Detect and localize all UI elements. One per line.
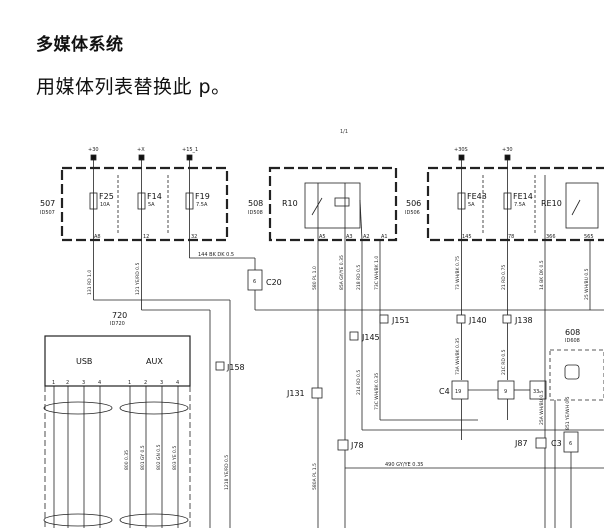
connector-c4-label: C4 bbox=[439, 387, 450, 396]
relay-r10-label: R10 bbox=[282, 199, 298, 208]
junction-j151-label: J151 bbox=[391, 316, 410, 325]
pin: 145 bbox=[462, 234, 472, 240]
wire-label: 21C RD 0.5 bbox=[501, 349, 507, 375]
wire-label: 25A WH/BU 0.5 bbox=[539, 390, 545, 425]
fuse-fe43-label: FE43 bbox=[467, 192, 487, 201]
wire-label: 803 YE 0.5 bbox=[172, 446, 178, 470]
usb-pin: 3 bbox=[82, 380, 85, 386]
module-720-label: 720 bbox=[112, 311, 127, 320]
aux-pin: 4 bbox=[176, 380, 179, 386]
label-plus30-a: +30 bbox=[88, 147, 99, 153]
usb-pin: 4 bbox=[98, 380, 101, 386]
page-indicator: 1/1 bbox=[340, 129, 348, 135]
junction-j87-label: J87 bbox=[514, 439, 528, 448]
fuse-rating: 7.5A bbox=[196, 202, 208, 208]
wire-label: 73C WH/BK 0.35 bbox=[374, 373, 380, 410]
connector-pin: 33 bbox=[533, 389, 539, 395]
pin: A8 bbox=[94, 234, 101, 240]
module-sub: ID507 bbox=[40, 210, 55, 216]
module-sub: ID506 bbox=[405, 210, 420, 216]
fuse-rating: 5A bbox=[148, 202, 155, 208]
pin: 32 bbox=[191, 234, 197, 240]
junction-j140-label: J140 bbox=[468, 316, 487, 325]
pin: 78 bbox=[508, 234, 514, 240]
fuse-rating: 7.5A bbox=[514, 202, 526, 208]
wire-label: 131 RD 1.0 bbox=[87, 270, 93, 295]
fuse-f14-label: F14 bbox=[147, 192, 162, 201]
wire-label: 802 GN 0.5 bbox=[156, 444, 162, 470]
junction-j158-label: J158 bbox=[226, 363, 245, 372]
wire-label: 580 PL 1.0 bbox=[312, 266, 318, 290]
wire-label: 218 RD 0.5 bbox=[356, 265, 362, 290]
pin: A1 bbox=[381, 234, 388, 240]
connector-pin: 9 bbox=[504, 389, 507, 395]
connector-c3-label: C3 bbox=[551, 439, 562, 448]
wire-label: 85A GY/YE 0.35 bbox=[339, 255, 345, 290]
pin: 12 bbox=[143, 234, 149, 240]
fuse-f19-label: F19 bbox=[195, 192, 210, 201]
aux-pin: 1 bbox=[128, 380, 131, 386]
connector-c20-label: C20 bbox=[266, 278, 282, 287]
relay-re10-label: RE10 bbox=[541, 199, 562, 208]
usb-pin: 2 bbox=[66, 380, 69, 386]
module-sub: ID608 bbox=[565, 338, 580, 344]
wire-label: 73C WH/BK 1.0 bbox=[374, 256, 380, 290]
pin: A5 bbox=[319, 234, 326, 240]
usb-port-label: USB bbox=[76, 357, 92, 366]
aux-pin: 3 bbox=[160, 380, 163, 386]
junction-j131-label: J131 bbox=[286, 389, 305, 398]
wire-label: 21 RD 0.75 bbox=[501, 265, 507, 290]
connector-pin: 19 bbox=[455, 389, 461, 395]
instruction-text: 用媒体列表替换此 p。 bbox=[36, 76, 231, 98]
module-sub: ID508 bbox=[248, 210, 263, 216]
wire-label: 1218 YE/RD 0.5 bbox=[224, 455, 230, 490]
module-608-label: 608 bbox=[565, 328, 580, 337]
wire-label: 144 BK DK 0.5 bbox=[198, 252, 234, 258]
wire-label: 14 BK DK 0.5 bbox=[539, 260, 545, 290]
pin: A3 bbox=[346, 234, 353, 240]
wire-label: 121 YE/RD 0.5 bbox=[135, 263, 141, 295]
label-plus15: +15_1 bbox=[182, 147, 198, 153]
pin: 565 bbox=[584, 234, 594, 240]
wire-label: 851 YE/WH 0.5 bbox=[565, 396, 571, 430]
label-plusx: +X bbox=[137, 147, 145, 153]
junction-j138-label: J138 bbox=[514, 316, 533, 325]
wire-label: 73A WH/BK 0.35 bbox=[455, 338, 461, 375]
aux-pin: 2 bbox=[144, 380, 147, 386]
connector-pin: 6 bbox=[569, 441, 572, 447]
wire-label: 801 GY 0.5 bbox=[140, 445, 146, 470]
aux-port-label: AUX bbox=[146, 357, 163, 366]
wire-label: 73 WH/BK 0.75 bbox=[455, 256, 461, 290]
wire-label: 580A PL 1.5 bbox=[312, 463, 318, 490]
usb-pin: 1 bbox=[52, 380, 55, 386]
fuse-fe14-label: FE14 bbox=[513, 192, 533, 201]
pin: A2 bbox=[363, 234, 370, 240]
module-sub: ID720 bbox=[110, 321, 125, 327]
fuse-f25-label: F25 bbox=[99, 192, 114, 201]
wire-label: 25 WH/BU 0.5 bbox=[584, 268, 590, 300]
junction-j78-label: J78 bbox=[350, 441, 364, 450]
fuse-rating: 5A bbox=[468, 202, 475, 208]
pin: 366 bbox=[546, 234, 556, 240]
fuse-rating: 10A bbox=[100, 202, 110, 208]
wire-label: 800 0.35 bbox=[124, 450, 130, 470]
module-507-label: 507 bbox=[40, 199, 55, 208]
module-508-label: 508 bbox=[248, 199, 263, 208]
page-heading: 多媒体系统 bbox=[36, 35, 124, 55]
label-plus30-b: +30 bbox=[502, 147, 513, 153]
wire-label: 490 GY/YE 0.35 bbox=[385, 462, 423, 468]
module-506-label: 506 bbox=[406, 199, 421, 208]
connector-pin: 6 bbox=[253, 279, 256, 285]
wire-label: 214 RD 0.5 bbox=[356, 370, 362, 395]
label-plus30s: +30S bbox=[454, 147, 468, 153]
junction-j145-label: J145 bbox=[361, 333, 380, 342]
